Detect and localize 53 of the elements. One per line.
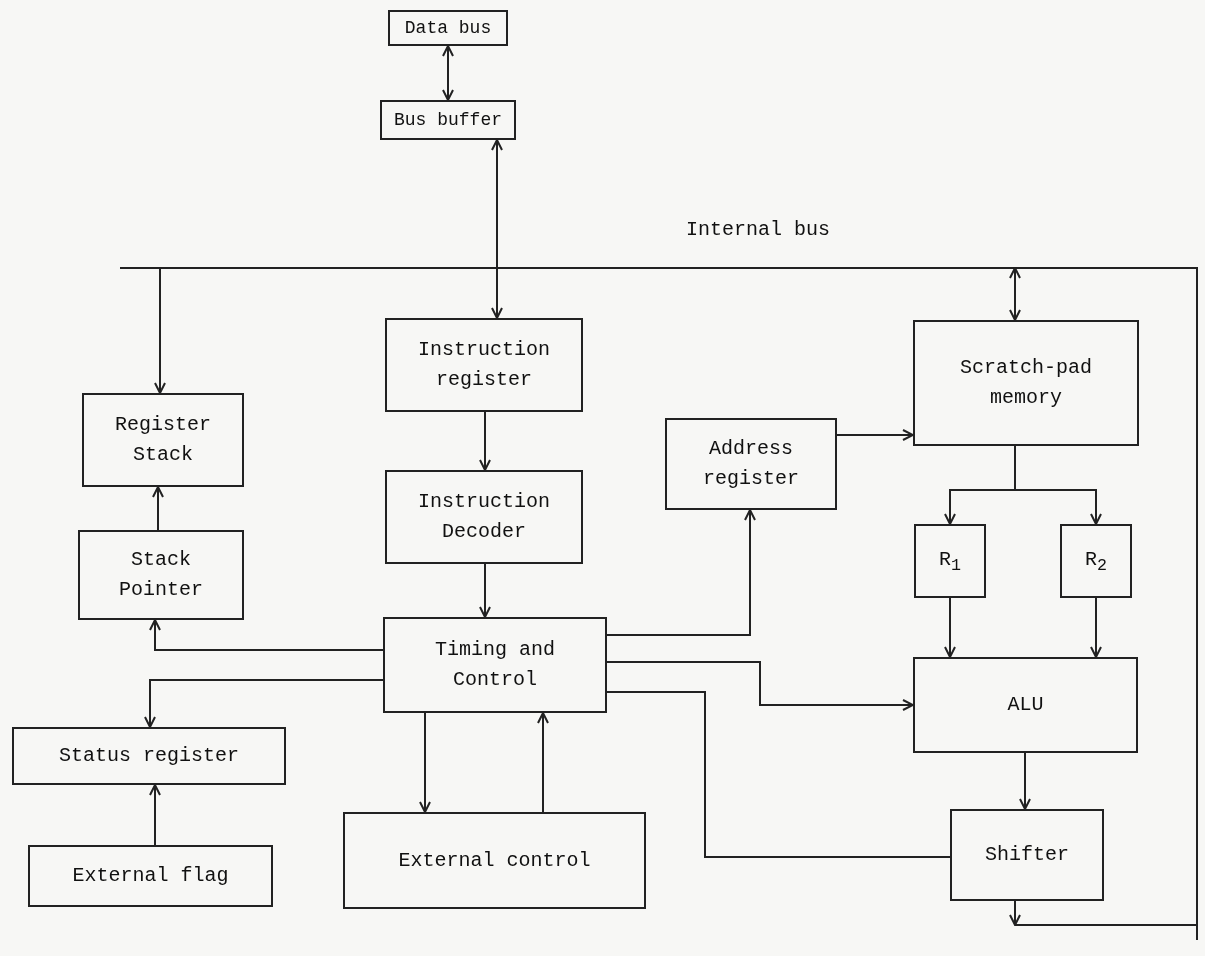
block-box [28,845,273,907]
arrow [1009,267,1021,321]
block-label: R$_{2}$ [1084,546,1108,577]
block-box [380,100,516,140]
arrow [836,429,914,441]
arrow [479,411,491,471]
block-label: Scratch-pad memory [959,355,1093,411]
arrow [149,619,384,651]
block-label: Instruction register [417,337,551,393]
block-box [385,470,583,564]
block-label: Shifter [984,842,1070,868]
block-label: Instruction Decoder [417,489,551,545]
block-box [950,809,1104,901]
arrow [442,45,454,101]
block-label: Address register [702,436,800,492]
arrow [1019,752,1031,810]
block-box [913,320,1139,446]
arrow [1009,900,1021,926]
arrow [154,267,166,394]
bus-label: Internal bus [686,218,831,241]
arrow [606,509,756,636]
block-label: Data bus [403,16,493,40]
block-label: Status register [58,743,240,769]
arrow [1014,445,1102,525]
block-label: R$_{1}$ [938,546,962,577]
arrow [419,712,431,813]
block-label: Stack Pointer [118,547,204,603]
arrow [491,139,503,319]
block-label: External control [397,847,592,874]
arrow [1090,597,1102,658]
block-label: Bus buffer [393,108,503,132]
block-box [913,657,1138,753]
block-box [1060,524,1132,598]
block-label: ALU [1006,692,1045,718]
block-box [82,393,244,487]
arrow [537,712,549,813]
block-box [12,727,286,785]
arrow [944,597,956,658]
block-box [665,418,837,510]
arrow [149,784,161,846]
arrow [606,661,914,711]
block-box [343,812,646,909]
block-label: Timing and Control [434,637,556,693]
block-box [385,318,583,412]
arrow [479,563,491,618]
arrow [144,679,384,728]
block-label: External flag [71,863,230,889]
block-label: Register Stack [114,412,212,468]
block-box [78,530,244,620]
arrow [152,486,164,531]
block-box [388,10,508,46]
block-box [383,617,607,713]
block-box [914,524,986,598]
